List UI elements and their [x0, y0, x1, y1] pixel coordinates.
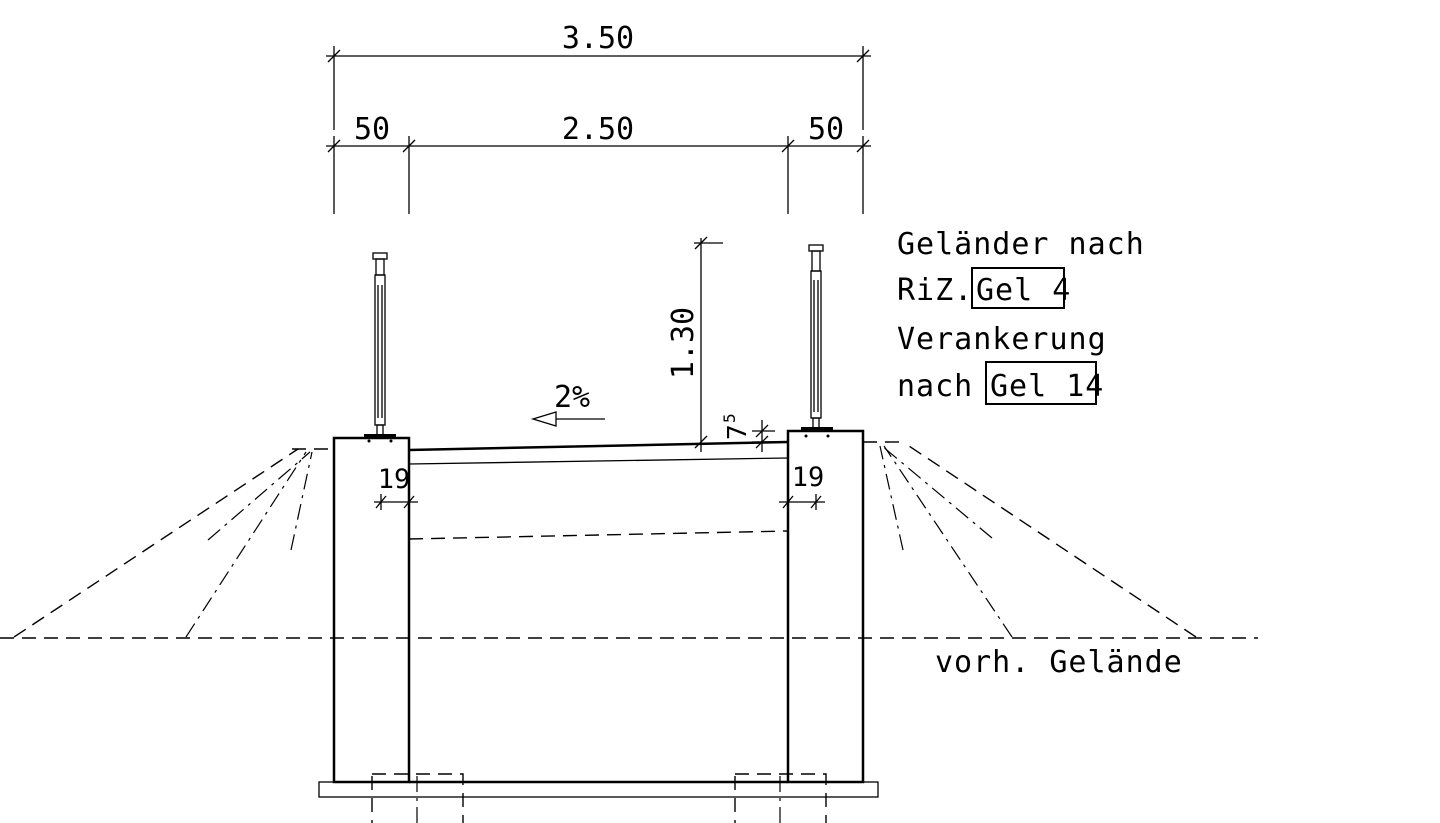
anchoring-note: Verankerung nach Gel 14	[897, 322, 1107, 405]
partial-dimensions: 50 2.50 50	[326, 112, 871, 214]
right-railing-post	[801, 244, 833, 438]
railing-note: Geländer nach RiZ. Gel 4	[897, 227, 1145, 309]
deck-slab	[408, 440, 789, 784]
overall-dimension: 3.50	[326, 21, 871, 130]
slope-label: 2%	[554, 380, 590, 415]
right-embankment	[863, 441, 1197, 638]
cap-offset-label: 7	[723, 424, 753, 440]
railing-note-line1: Geländer nach	[897, 227, 1145, 262]
right-inset-label: 19	[792, 462, 825, 493]
slope-indicator: 2%	[530, 380, 605, 427]
cap-offset-dimension: 7 5	[720, 413, 775, 452]
ground-label: vorh. Gelände	[935, 645, 1183, 680]
cap-offset-superscript: 5	[720, 413, 739, 423]
left-embankment	[13, 448, 334, 638]
foundation	[318, 773, 879, 823]
deck-width-label: 2.50	[562, 112, 634, 147]
railing-note-line2-prefix: RiZ.	[897, 273, 973, 308]
railing-height-label: 1.30	[666, 307, 701, 379]
left-inset-dimension: 19	[374, 464, 418, 510]
left-cap-width-label: 50	[354, 112, 390, 147]
existing-ground-line: vorh. Gelände	[0, 637, 1258, 680]
railing-height-dimension: 1.30	[666, 236, 723, 452]
anchoring-reference-box: Gel 14	[990, 369, 1104, 404]
anchoring-note-line2-prefix: nach	[897, 369, 973, 404]
slope-arrow-icon	[530, 411, 557, 427]
anchoring-note-line1: Verankerung	[897, 322, 1107, 357]
overall-width-label: 3.50	[562, 21, 634, 56]
right-inset-dimension: 19	[779, 462, 825, 510]
left-railing-post	[364, 252, 396, 443]
left-inset-label: 19	[378, 464, 411, 495]
railing-reference-box: Gel 4	[976, 273, 1071, 308]
right-cap-width-label: 50	[808, 112, 844, 147]
